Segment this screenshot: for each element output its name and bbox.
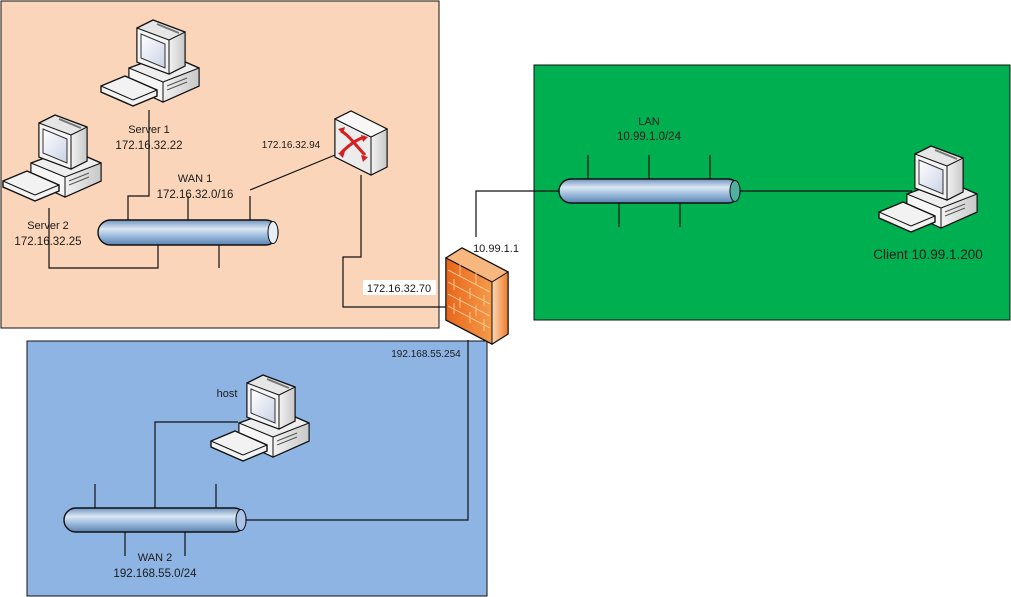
server2-name: Server 2 [27,220,69,232]
lan-name: LAN [638,116,659,128]
server2-ip: 172.16.32.25 [14,236,81,248]
wan1-name: WAN 1 [178,173,212,185]
firewall-icon [444,247,510,345]
server1-name: Server 1 [128,124,170,136]
wan1-bus-pipe [97,219,279,246]
wan1-wires [48,110,446,308]
firewall-wan2-ip: 192.168.55.254 [391,349,461,360]
lan-subnet: 10.99.1.0/24 [617,131,682,143]
firewall-wan1-ip-bg [363,280,436,295]
client-label: Client 10.99.1.200 [873,247,983,262]
lan-bus-pipe [558,178,741,204]
router-icon [333,110,389,176]
lan-wires [475,155,912,237]
wan2-wires [94,340,469,556]
router-ip: 172.16.32.94 [262,140,321,151]
host-name: host [217,388,238,400]
router-device[interactable] [333,110,389,176]
wan2-name: WAN 2 [138,552,172,564]
wan1-subnet: 172.16.32.0/16 [157,189,234,201]
wan2-subnet: 192.168.55.0/24 [113,568,197,580]
firewall-lan-ip: 10.99.1.1 [473,243,519,255]
firewall-wan1-ip: 172.16.32.70 [367,283,431,295]
firewall-device[interactable] [444,247,510,345]
wan2-bus-pipe [63,507,247,533]
server1-ip: 172.16.32.22 [115,140,182,152]
